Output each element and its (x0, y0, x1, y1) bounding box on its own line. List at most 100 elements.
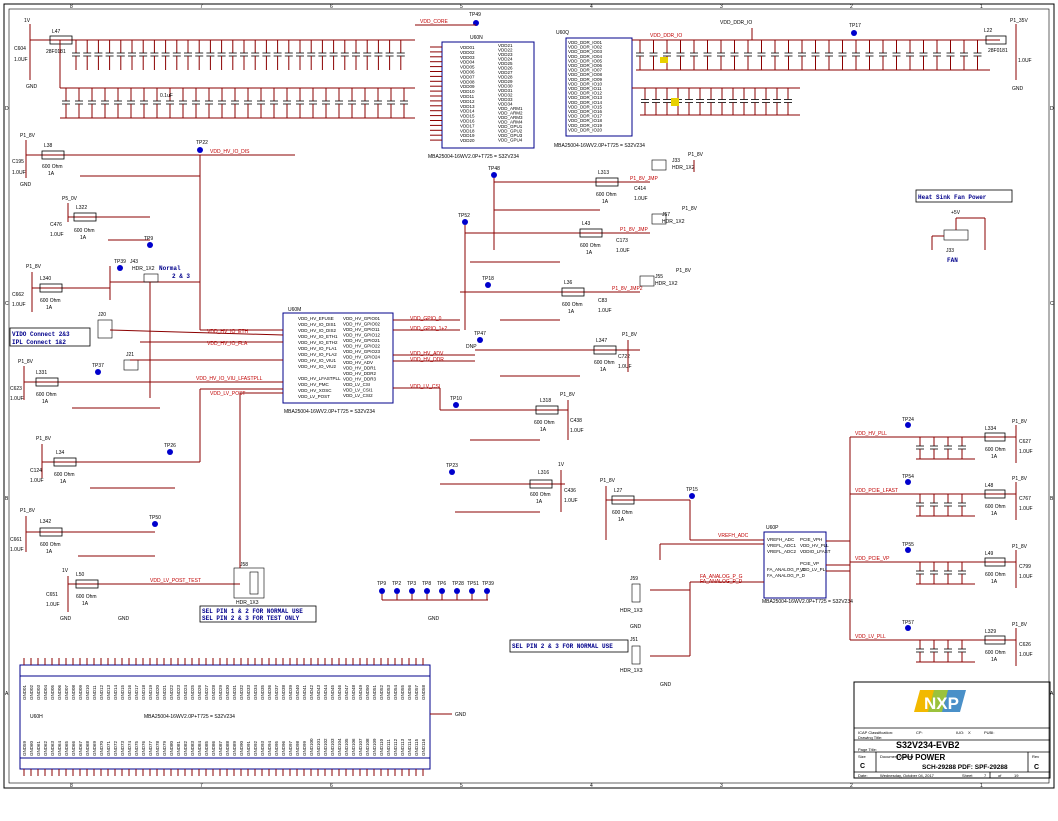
svg-text:J59: J59 (630, 576, 638, 582)
u60h-pin: GND84 (197, 740, 202, 756)
u60h-pin: GND16 (127, 684, 132, 700)
svg-text:VDD_DDR_IO: VDD_DDR_IO (650, 33, 682, 39)
border-col-label: 1 (980, 783, 983, 789)
u60n-symbol: U60N VDD01VDD02VDD03VDD04VDD05VDD06VDD07… (428, 35, 535, 160)
u60m-pin: VDD_LV_CSI (343, 382, 370, 387)
u60m-pin: VDD_HV_GPIO21 (343, 338, 381, 343)
fb-value: 600 Ohm (985, 572, 1006, 578)
u60h-pin: GND53 (386, 684, 391, 700)
fb-label: L334 (985, 426, 996, 432)
u60p-section: P1_8V L27 600 Ohm 1A TP15 VREFH_ADC U60P… (600, 437, 853, 657)
u60h-pin: GND41 (302, 684, 307, 700)
svg-text:C436: C436 (564, 488, 576, 494)
u60m-pin: VDD_LV_CSI2 (343, 393, 373, 398)
svg-text:VDD_HV_IO_ETH: VDD_HV_IO_ETH (207, 329, 249, 335)
u60h-pin: GND28 (211, 684, 216, 700)
nxp-logo-text: NXP (924, 694, 959, 713)
u60h-pin: GND51 (372, 684, 377, 700)
u60m-pin: VDD_LV_POST (298, 394, 330, 399)
tp-row-label: TP9 (377, 581, 386, 587)
u60h-pin: GND70 (99, 740, 104, 756)
fb-value: 600 Ohm (985, 447, 1006, 453)
u60h-pin: GND76 (141, 740, 146, 756)
test-point (469, 588, 475, 594)
svg-text:L342: L342 (40, 519, 51, 525)
u60n-pin: VDD_ARM1 (498, 106, 523, 111)
svg-text:HDR_1X2: HDR_1X2 (132, 266, 155, 272)
test-point (905, 479, 911, 485)
svg-text:TP22: TP22 (196, 140, 208, 146)
u60h-pin: GND20 (155, 684, 160, 700)
u60n-pin: VDD28 (498, 75, 513, 80)
svg-text:L34: L34 (56, 450, 65, 456)
note-sel2: SEL PIN 2 & 3 FOR TEST ONLY (202, 615, 300, 622)
svg-text:TP26: TP26 (164, 443, 176, 449)
svg-text:1A: 1A (586, 250, 593, 256)
fb-rating: 1A (991, 454, 998, 460)
border-col-label: 8 (70, 783, 73, 789)
u60h-pkg: MBA25004-16WV2.0P+T725 = S32V234 (144, 714, 235, 720)
svg-text:L313: L313 (598, 170, 609, 176)
nxp-logo: NXP (914, 690, 966, 713)
svg-text:VDD_LV_CSI: VDD_LV_CSI (410, 384, 440, 390)
fb-value: 600 Ohm (985, 650, 1006, 656)
u60h-pin: GND114 (407, 738, 412, 756)
u60h-pin: GND11 (92, 685, 97, 700)
u60m-pin: VDD_HV_XOSC (298, 388, 332, 393)
u60m-ref: U60M (288, 307, 301, 313)
net-vdd-ddr-io: VDD_DDR_IO (720, 20, 752, 26)
lv-post-test-section: 1V L50 600 Ohm 1A C651 1.0UF VDD_LV_POST… (46, 568, 240, 622)
u60h-pin: GND60 (29, 740, 34, 756)
svg-text:1.0UF: 1.0UF (30, 478, 44, 484)
u60n-pin: VDD05 (460, 65, 475, 70)
fb-l22-value: 28F0181 (988, 48, 1008, 54)
svg-text:600 Ohm: 600 Ohm (594, 360, 615, 366)
net-label: VDD_PCIE_LFAST (855, 488, 898, 494)
svg-text:L340: L340 (40, 276, 51, 282)
tp-row-label: TP28 (452, 581, 464, 587)
u60h-pin: GND02 (29, 684, 34, 700)
u60h-pin: GND110 (379, 738, 384, 756)
svg-text:GND: GND (630, 624, 642, 630)
svg-text:7: 7 (984, 773, 987, 778)
u60h-pin: GND68 (85, 740, 90, 756)
hv-io-dis-section: P1_8V L38 600 Ohm 1A C195 1.0UF GND TP22… (12, 133, 295, 188)
u60n-pin: VDD31 (498, 88, 513, 93)
svg-text:600 Ohm: 600 Ohm (40, 298, 61, 304)
p1-8v-jmp2-section: TP52 L43 600 Ohm 1A C173 1.0UF P1_8V_JMP… (458, 206, 698, 330)
u60p-pin: VDD_LV_PLL (800, 567, 828, 572)
border-col-label: 7 (200, 4, 203, 10)
svg-text:TP39: TP39 (114, 259, 126, 265)
net-p1-35v: P1_35V (1010, 18, 1028, 24)
u60h-pin: GND78 (155, 740, 160, 756)
u60h-pin: GND48 (351, 684, 356, 700)
border-col-label: 3 (720, 4, 723, 10)
svg-text:C661: C661 (10, 537, 22, 543)
net-label: VDD_PCIE_VP (855, 556, 890, 562)
border-row-label: C (1050, 301, 1054, 307)
u60h-pin: GND25 (190, 684, 195, 700)
u60q-pin: VDD_DDR_IO10 (568, 81, 603, 86)
svg-text:GND: GND (60, 616, 72, 622)
svg-text:VDD_HV_IO_VIU_LFASTPLL: VDD_HV_IO_VIU_LFASTPLL (196, 376, 263, 382)
u60m-pin: VDD_HV_GPIO22 (343, 344, 381, 349)
border-row-label: B (5, 496, 9, 502)
u60p-pin: FA_ANALOG_P_D (767, 573, 806, 578)
net-vdd-core: VDD_CORE (420, 19, 448, 25)
u60m-pin: VDD_HV_IO_ETH1 (298, 334, 338, 339)
u60n-ref: U60N (470, 35, 483, 41)
border-row-label: C (5, 301, 9, 307)
svg-text:P1_8V: P1_8V (688, 152, 704, 158)
svg-text:1A: 1A (42, 399, 49, 405)
u60h-pin: GND104 (337, 738, 342, 756)
u60m-pin: VDD_HV_GPIO11 (343, 327, 380, 332)
hv-xosc-section: P1_8V L342 600 Ohm 1A C661 1.0UF TP50 (10, 508, 161, 557)
u60h-pin: GND54 (393, 684, 398, 700)
svg-text:1.0UF: 1.0UF (634, 196, 648, 202)
svg-text:600 Ohm: 600 Ohm (74, 228, 95, 234)
u60h-pin: GND99 (302, 740, 307, 756)
u60p-pin: PCIE_VP (800, 561, 819, 566)
svg-text:IUO:: IUO: (956, 730, 964, 735)
gnd-label-1: GND (26, 84, 38, 90)
